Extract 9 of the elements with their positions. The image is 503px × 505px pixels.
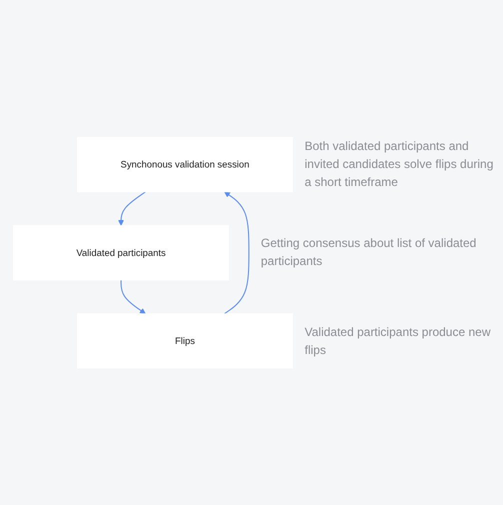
arrow	[224, 191, 250, 314]
node-box: Synchonous validation session	[76, 136, 293, 192]
node-caption: Both validated participants and invited candidates solve flips during a short timeframe	[304, 138, 494, 192]
node-box: Flips	[76, 313, 293, 368]
arrow	[118, 191, 146, 226]
node-caption: Validated participants produce new flips	[304, 324, 492, 359]
node-box: Validated participants	[13, 224, 230, 280]
node-caption: Getting consensus about list of validated participants	[260, 235, 478, 270]
arrow	[120, 280, 146, 314]
